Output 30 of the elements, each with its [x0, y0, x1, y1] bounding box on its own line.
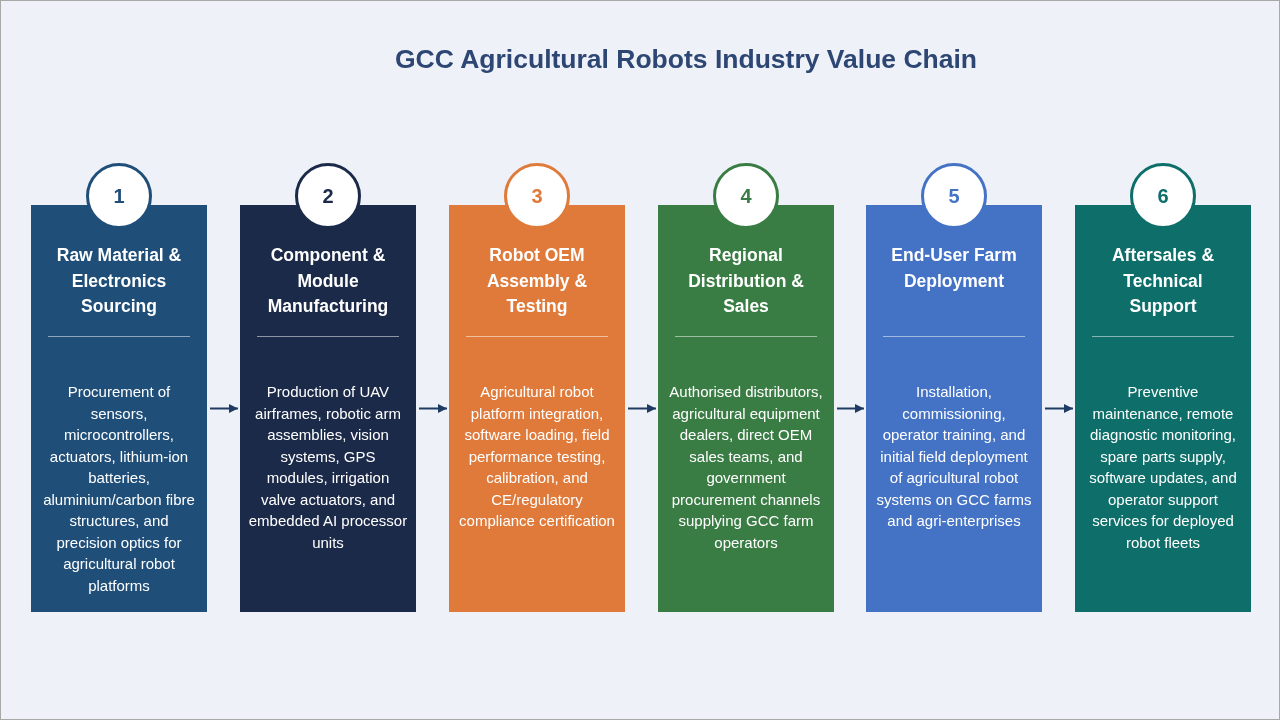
step-number-circle: 3 — [504, 163, 570, 229]
stage-card — [240, 205, 416, 612]
stage-heading: Component & Module Manufacturing — [266, 244, 390, 318]
stage-description: Production of UAV airframes, robotic arm assemblies, vision systems, GPS modules, irrigation valve actuators, and embedded AI processor units — [248, 382, 408, 553]
step-number-circle: 6 — [1130, 163, 1196, 229]
stage-heading: End-User Farm Deployment — [890, 244, 1018, 293]
stage-card — [658, 205, 834, 612]
step-number-circle: 4 — [713, 163, 779, 229]
stage-card — [1075, 205, 1251, 612]
stage-card — [866, 205, 1042, 612]
arrow — [836, 404, 865, 413]
stage-heading: Aftersales & Technical Support — [1110, 244, 1216, 318]
stage-card — [31, 205, 207, 612]
stage-heading: Robot OEM Assembly & Testing — [485, 244, 589, 318]
arrow — [418, 404, 448, 413]
stage-heading: Regional Distribution & Sales — [687, 244, 805, 318]
diagram-title: GCC Agricultural Robots Industry Value Chain — [394, 43, 978, 76]
step-number-circle: 2 — [295, 163, 361, 229]
stage-card — [449, 205, 625, 612]
stage-description: Agricultural robot platform integration, software loading, field performance testing, calibration, and CE/regulatory compliance certification — [458, 382, 616, 531]
stage-description: Procurement of sensors, microcontrollers, actuators, lithium-ion batteries, aluminium/carbon fibre structures, and precision optics for agricultural robot platforms — [42, 382, 196, 596]
arrow — [627, 404, 657, 413]
stage-description: Installation, commissioning, operator training, and initial field deployment of agricultural robot systems on GCC farms and agri-enterprises — [875, 382, 1033, 531]
arrow — [209, 404, 239, 413]
arrow — [1044, 404, 1074, 413]
step-number-circle: 1 — [86, 163, 152, 229]
stage-description: Authorised distributors, agricultural equipment dealers, direct OEM sales teams, and government procurement channels supplying GCC farm operators — [668, 382, 824, 553]
step-number-circle: 5 — [921, 163, 987, 229]
stage-heading: Raw Material & Electronics Sourcing — [55, 244, 183, 318]
stage-description: Preventive maintenance, remote diagnostic monitoring, spare parts supply, software updates, and operator support services for deployed robot fleets — [1088, 382, 1238, 553]
